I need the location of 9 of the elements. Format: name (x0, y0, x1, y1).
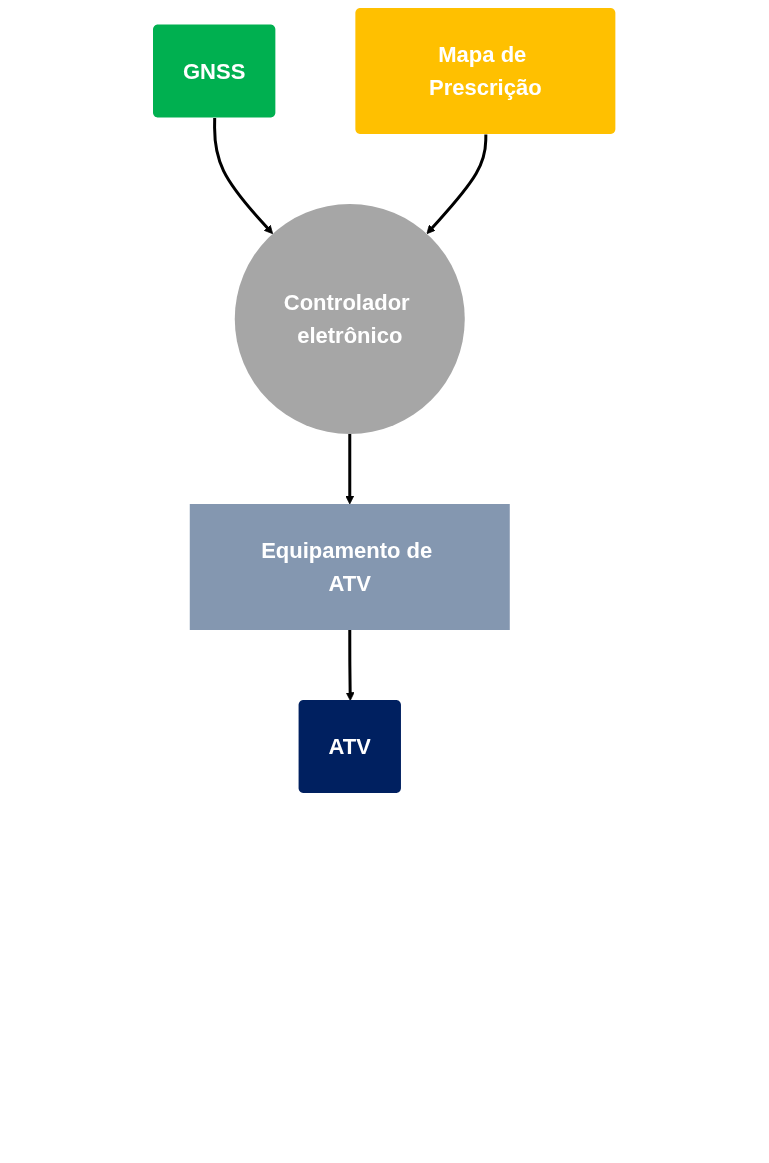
node-box: GNSS (153, 24, 276, 118)
arrow (426, 134, 488, 235)
arrow (346, 630, 355, 701)
arrow (345, 434, 355, 505)
node-box: Mapa de Prescrição (355, 8, 616, 134)
node-box: Equipamento de ATV (190, 504, 511, 630)
arrow (213, 118, 274, 235)
node-circle: Controlador eletrônico (235, 204, 466, 434)
node-box: ATV (298, 700, 402, 793)
